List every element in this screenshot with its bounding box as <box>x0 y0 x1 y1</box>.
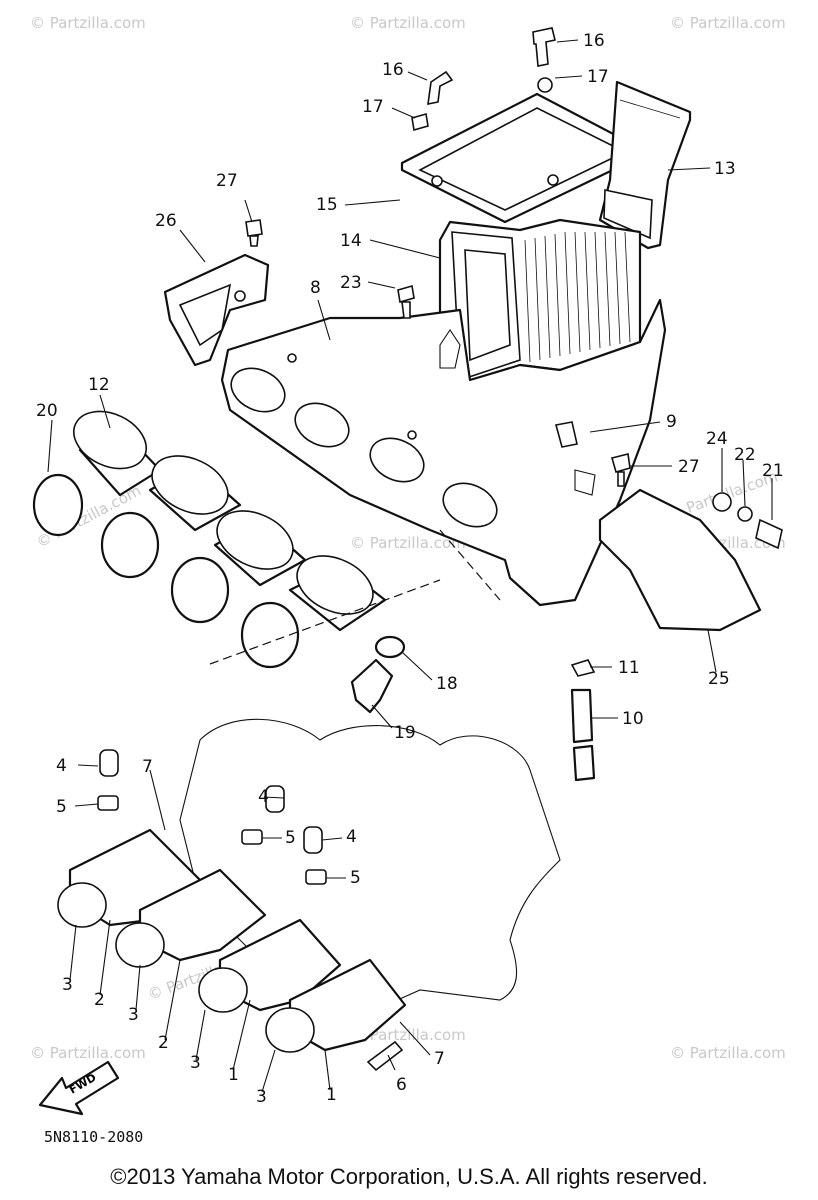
copyright-notice: ©2013 Yamaha Motor Corporation, U.S.A. A… <box>110 1164 708 1189</box>
callout-9: 9 <box>666 412 677 432</box>
callout-3: 3 <box>128 1005 139 1025</box>
callout-20: 20 <box>36 401 58 421</box>
watermark: © Partzilla.com <box>350 534 466 552</box>
callout-3: 3 <box>190 1053 201 1073</box>
callout-1: 1 <box>326 1085 337 1105</box>
callout-22: 22 <box>734 445 756 465</box>
leader-lines <box>47 39 773 1093</box>
air-box-cover <box>400 77 652 224</box>
callout-27: 27 <box>216 171 238 191</box>
callout-16: 16 <box>583 31 605 51</box>
callout-5: 5 <box>56 797 67 817</box>
callout-2: 2 <box>94 990 105 1010</box>
callout-24: 24 <box>706 429 728 449</box>
callout-21: 21 <box>762 461 784 481</box>
callouts: 16 17 16 17 13 27 15 26 14 23 8 12 20 9 … <box>36 31 784 1107</box>
watermark: © Partzilla.com <box>670 14 786 32</box>
callout-19: 19 <box>394 723 416 743</box>
watermark: © Partzilla.com <box>670 1044 786 1062</box>
callout-16: 16 <box>382 60 404 80</box>
callout-3: 3 <box>62 975 73 995</box>
engine-outline <box>179 529 561 1031</box>
side-duct <box>598 80 692 250</box>
callout-6: 6 <box>396 1075 407 1095</box>
callout-8: 8 <box>310 278 321 298</box>
callout-26: 26 <box>155 211 177 231</box>
callout-2: 2 <box>158 1033 169 1053</box>
callout-1: 1 <box>228 1065 239 1085</box>
bracket <box>163 253 270 367</box>
callout-7: 7 <box>142 757 153 777</box>
bolts <box>245 27 631 487</box>
callout-5: 5 <box>285 828 296 848</box>
callout-17: 17 <box>587 67 609 87</box>
callout-17: 17 <box>362 97 384 117</box>
rear-duct <box>598 488 762 632</box>
callout-3: 3 <box>256 1087 267 1107</box>
callout-27: 27 <box>678 457 700 477</box>
watermark: © Partzilla.com <box>30 1044 146 1062</box>
callout-15: 15 <box>316 195 338 215</box>
watermark: © Partzilla.com <box>350 14 466 32</box>
callout-5: 5 <box>350 868 361 888</box>
callout-11: 11 <box>618 658 640 678</box>
callout-18: 18 <box>436 674 458 694</box>
callout-4: 4 <box>258 787 269 807</box>
callout-23: 23 <box>340 273 362 293</box>
watermark: © Partzilla.com <box>30 14 146 32</box>
callout-25: 25 <box>708 669 730 689</box>
watermark: © Partzilla.com <box>350 1026 466 1044</box>
callout-13: 13 <box>714 159 736 179</box>
callout-10: 10 <box>622 709 644 729</box>
air-box-case <box>220 298 667 607</box>
callout-4: 4 <box>346 827 357 847</box>
intake-joints <box>73 410 387 632</box>
reference-code: 5N8110-2080 <box>44 1128 144 1146</box>
callout-12: 12 <box>88 375 110 395</box>
fittings <box>350 492 783 782</box>
callout-7: 7 <box>434 1049 445 1069</box>
callout-4: 4 <box>56 756 67 776</box>
callout-14: 14 <box>340 231 362 251</box>
clamps <box>32 473 300 669</box>
carburetors <box>57 749 407 1072</box>
fwd-arrow-icon: FWD <box>38 1060 120 1116</box>
